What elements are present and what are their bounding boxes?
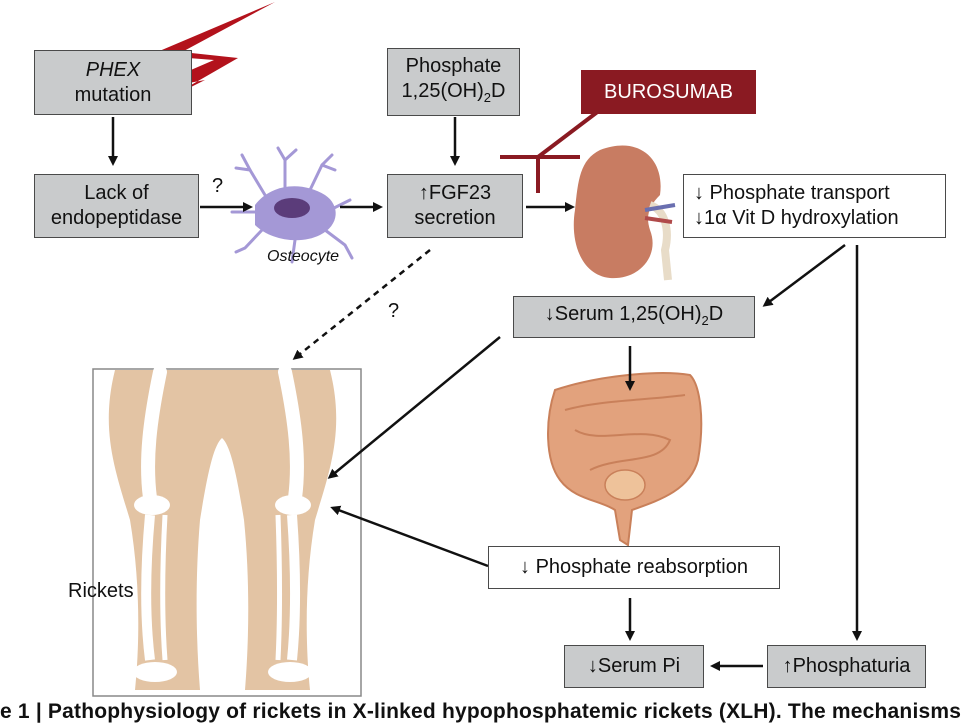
kidney-illustration	[573, 145, 676, 281]
osteocyte-label: Osteocyte	[267, 248, 340, 265]
intestine-illustration	[547, 372, 703, 547]
kidney-effects-box: ↓ Phosphate transport ↓1α Vit D hydroxyl…	[683, 174, 946, 238]
burosumab-inhibition-line	[500, 108, 602, 193]
question-mark-bone: ?	[388, 300, 400, 322]
serum-vitd-box: ↓Serum 1,25(OH)2D	[513, 296, 755, 338]
fgf23-secretion-box: ↑FGF23 secretion	[387, 174, 523, 238]
endopeptidase-label: endopeptidase	[50, 207, 183, 229]
vitd-hydroxylation-label: ↓1α Vit D hydroxylation	[694, 207, 899, 229]
rickets-legs-illustration	[92, 365, 362, 697]
serum-pi-label: ↓Serum Pi	[587, 655, 681, 677]
secretion-label: secretion	[414, 207, 496, 229]
lack-of-endopeptidase-box: Lack of endopeptidase	[34, 174, 199, 238]
burosumab-box: BUROSUMAB	[581, 70, 756, 114]
serum-vitd-label: ↓Serum 1,25(OH)2D	[544, 302, 724, 328]
serum-pi-box: ↓Serum Pi	[564, 645, 704, 688]
question-mark-endopeptidase: ?	[212, 175, 224, 197]
rickets-label: Rickets	[68, 580, 134, 602]
phosphate-reabsorption-box: ↓ Phosphate reabsorption	[488, 546, 780, 589]
phex-mutation-label: mutation	[74, 83, 152, 106]
phosphate-label: Phosphate	[405, 55, 502, 77]
phosphate-reabsorption-label: ↓ Phosphate reabsorption	[520, 556, 748, 578]
phosphate-vitd-box: Phosphate 1,25(OH)2D	[387, 48, 520, 116]
phex-gene-label: PHEX	[85, 58, 141, 81]
lack-of-label: Lack of	[84, 182, 149, 204]
vitd-label: 1,25(OH)2D	[401, 80, 506, 105]
osteocyte-illustration	[230, 146, 354, 264]
phosphate-transport-label: ↓ Phosphate transport	[694, 182, 890, 204]
figure-caption: e 1 | Pathophysiology of rickets in X-li…	[0, 700, 962, 723]
flow-arrows	[108, 117, 862, 671]
fgf23-label: ↑FGF23	[418, 182, 492, 204]
phosphaturia-box: ↑Phosphaturia	[767, 645, 926, 688]
phosphaturia-label: ↑Phosphaturia	[782, 655, 911, 677]
phex-mutation-box: PHEX mutation	[34, 50, 192, 115]
